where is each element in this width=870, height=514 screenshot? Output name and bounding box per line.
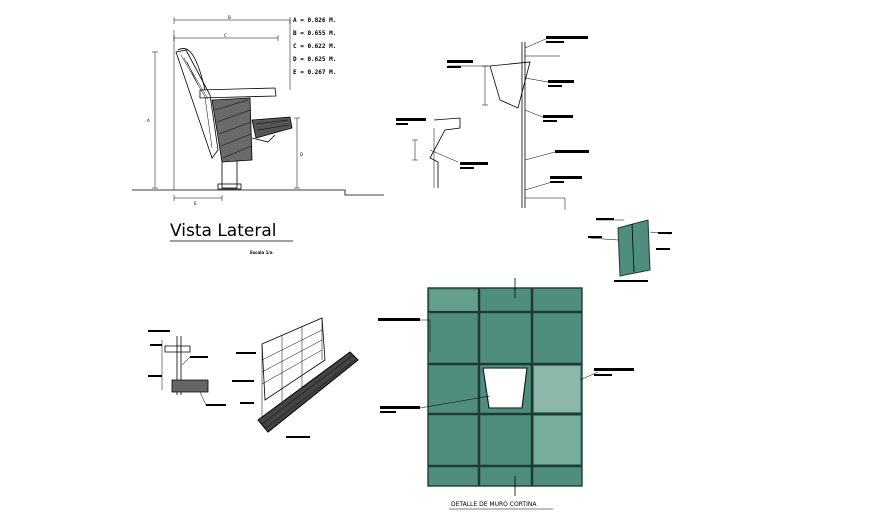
floor-line [132,189,384,196]
dim-letter-d: D [300,152,303,157]
seat-armrest [199,87,277,99]
dim-line-e [173,195,223,201]
glass-clip-symbol [482,367,528,409]
dim-letter-a: A [147,118,150,123]
curtain-wall-caption: DETALLE DE MURO CORTINA [451,501,537,508]
seat-backrest [175,49,219,159]
dim-line-b [173,17,291,24]
dim-line-a [152,51,158,189]
connection-detail [396,36,589,210]
dimension-legend: A = 0.826 M. B = 0.655 M. C = 0.622 M. D… [293,17,336,76]
dimension-b: B = 0.655 M. [293,30,336,37]
dimension-c: C = 0.622 M. [293,43,336,50]
view-title: Vista Lateral [170,221,276,241]
dimension-e: E = 0.267 M. [293,69,336,76]
seat-side-view: B C A D E A = 0.826 M. B = 0.655 M. C = … [132,15,384,255]
railing-detail [148,317,359,438]
dim-letter-b: B [228,15,231,20]
dim-letter-e: E [194,201,197,206]
dimension-d: D = 0.625 M. [293,56,336,63]
dim-line-d [294,117,300,189]
seat-side-panel [211,97,253,163]
glass-clip-detail [588,218,672,282]
curtain-wall-elevation: DETALLE DE MURO CORTINA [378,278,634,510]
view-scale: Escala 1/a [250,250,273,255]
dimension-a: A = 0.826 M. [293,17,336,24]
dim-letter-c: C [224,33,227,38]
